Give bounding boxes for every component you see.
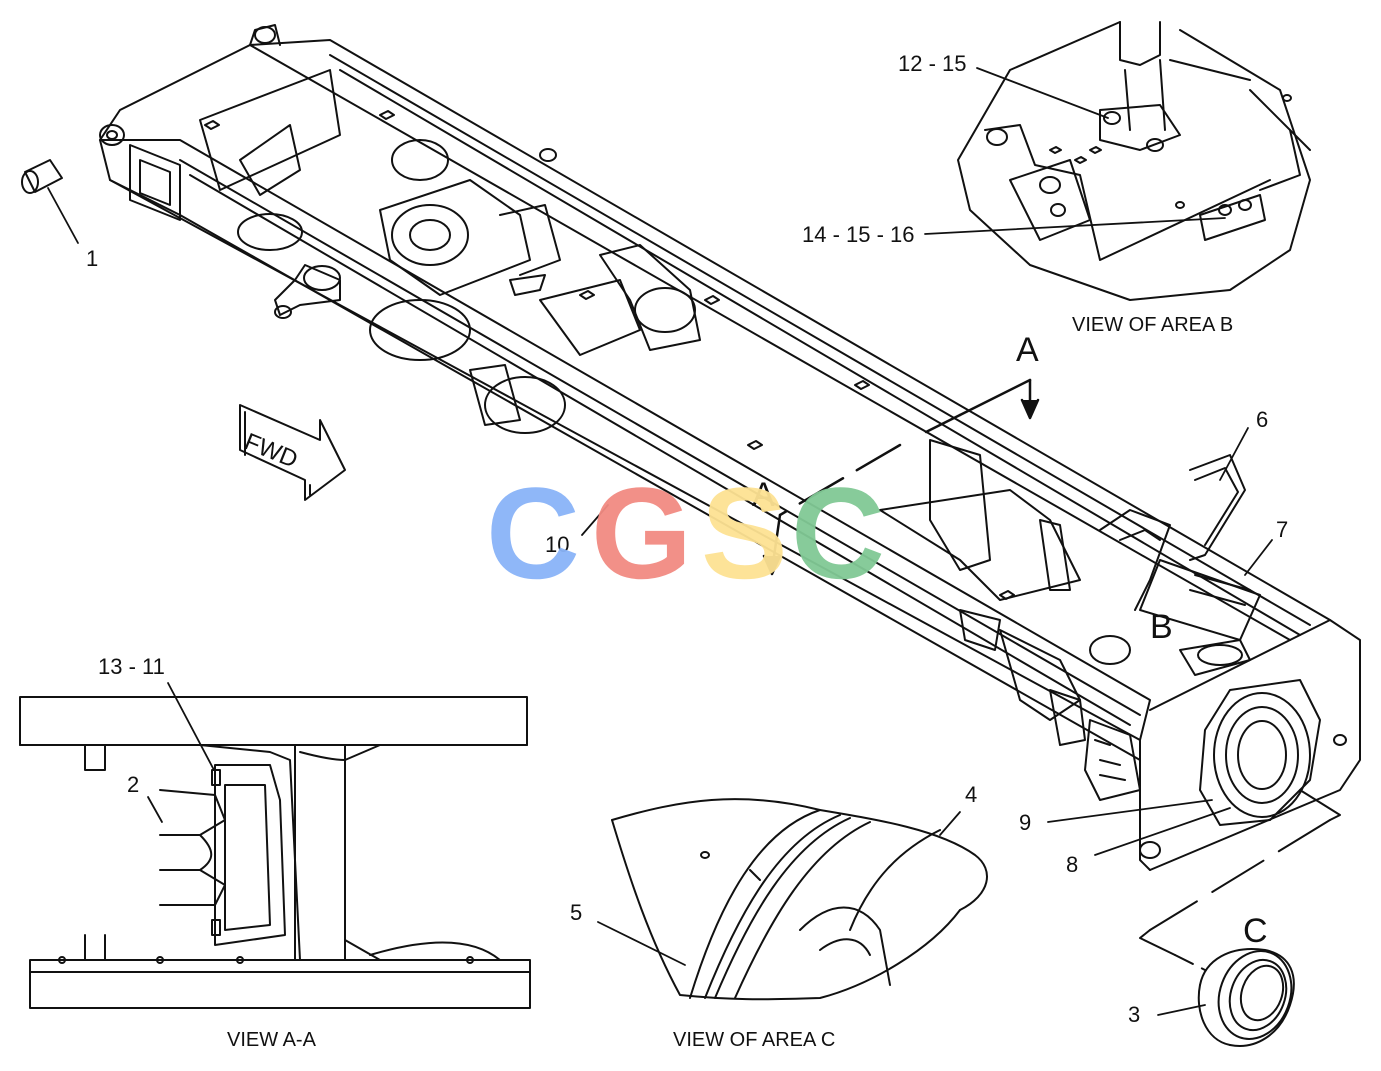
forward-arrow (239, 404, 346, 501)
callout-10: 10 (545, 532, 570, 557)
callout-14-15-16: 14 - 15 - 16 (802, 222, 915, 247)
view-title-area-c: VIEW OF AREA C (673, 1029, 836, 1051)
watermark-logo: C G S C (486, 480, 885, 590)
watermark-letter: C (791, 480, 885, 590)
part-1-pin (21, 159, 63, 194)
callout-6: 6 (1256, 407, 1269, 432)
watermark-letter: G (591, 480, 692, 590)
callout-5: 5 (570, 900, 583, 925)
watermark-letter: S (701, 480, 788, 590)
callout-3: 3 (1128, 1002, 1141, 1027)
callout-7: 7 (1276, 517, 1289, 542)
leaders-main (47, 187, 1273, 1016)
callout-9: 9 (1019, 810, 1032, 835)
detail-c-seal (1197, 948, 1295, 1047)
callout-12-15: 12 - 15 (898, 51, 967, 76)
callout-2: 2 (127, 772, 140, 797)
watermark-letter: C (486, 480, 580, 590)
main-frame (99, 24, 1361, 871)
leaders-view-b (924, 67, 1226, 235)
section-line-a (762, 378, 1040, 576)
section-mark-a-bottom: A (752, 476, 775, 514)
view-title-area-b: VIEW OF AREA B (1072, 314, 1234, 336)
leaders-view-aa (147, 682, 215, 823)
view-area-c (611, 798, 988, 1001)
view-section-aa (19, 696, 531, 1009)
leaders-view-c (597, 811, 961, 966)
detail-mark-c: C (1243, 912, 1268, 950)
view-title-section-aa: VIEW A-A (227, 1029, 316, 1051)
section-mark-a-top: A (1016, 331, 1039, 369)
callout-1: 1 (86, 246, 99, 271)
callout-13-11: 13 - 11 (98, 654, 165, 679)
view-area-b (957, 21, 1311, 301)
callout-4: 4 (965, 782, 978, 807)
callout-8: 8 (1066, 852, 1079, 877)
detail-mark-b: B (1150, 608, 1173, 646)
detail-c-link (1139, 789, 1341, 971)
